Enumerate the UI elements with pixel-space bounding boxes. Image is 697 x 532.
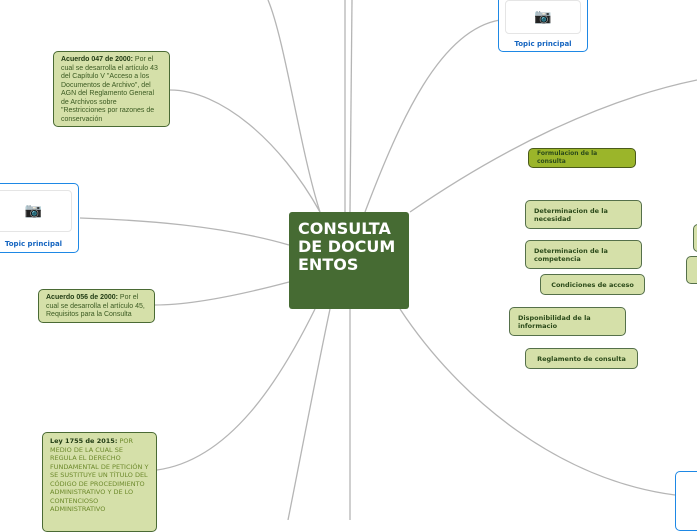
node-title: Acuerdo 056 de 2000:: [46, 294, 118, 301]
camera-icon: 📷: [24, 203, 43, 219]
node-title: Acuerdo 047 de 2000:: [61, 56, 133, 63]
reglamento-node[interactable]: Reglamento de consulta: [525, 348, 638, 369]
topic-label: Topic principal: [514, 40, 572, 48]
topic-principal-top[interactable]: 📷 Topic principal: [498, 0, 588, 52]
node-label: Determinacion de la necesidad: [534, 206, 608, 223]
node-label: Disponibilidad de la informacio: [518, 313, 591, 330]
node-title: Ley 1755 de 2015:: [50, 437, 118, 445]
disponibilidad-node[interactable]: Disponibilidad de la informacio: [509, 307, 626, 336]
topic-label: Topic principal: [4, 240, 63, 248]
node-label: Reglamento de consulta: [537, 354, 626, 363]
necesidad-node[interactable]: Determinacion de la necesidad: [525, 200, 642, 229]
node-label: Formulacion de la consulta: [537, 150, 598, 165]
central-topic[interactable]: CONSULTA DE DOCUMENTOS: [289, 212, 409, 309]
camera-icon: 📷: [534, 9, 552, 25]
competencia-node[interactable]: Determinacion de la competencia: [525, 240, 642, 269]
topic-partial-bottom-right[interactable]: [675, 471, 697, 531]
acuerdo-047-node[interactable]: Acuerdo 047 de 2000: Por el cual se desa…: [53, 51, 170, 127]
partial-node[interactable]: [686, 256, 697, 284]
central-topic-label: CONSULTA DE DOCUMENTOS: [298, 219, 396, 274]
node-text: Por el cual se desarrolla el artículo 43…: [61, 56, 158, 123]
topic-principal-left[interactable]: 📷 Topic principal: [0, 183, 79, 253]
image-placeholder: 📷: [0, 190, 72, 232]
formulacion-node[interactable]: Formulacion de la consulta: [528, 148, 636, 168]
condiciones-node[interactable]: Condiciones de acceso: [540, 274, 645, 295]
node-text: POR MEDIO DE LA CUAL SE REGULA EL DERECH…: [50, 437, 149, 513]
node-text: Por el cual se desarrolla el artículo 45…: [46, 294, 145, 318]
node-label: Condiciones de acceso: [551, 280, 634, 289]
connector-lines: [79, 0, 697, 520]
acuerdo-056-node[interactable]: Acuerdo 056 de 2000: Por el cual se desa…: [38, 289, 155, 323]
image-placeholder: 📷: [505, 0, 581, 34]
ley-1755-node[interactable]: Ley 1755 de 2015: POR MEDIO DE LA CUAL S…: [42, 432, 157, 532]
partial-node[interactable]: [693, 224, 697, 252]
node-label: Determinacion de la competencia: [534, 246, 608, 263]
